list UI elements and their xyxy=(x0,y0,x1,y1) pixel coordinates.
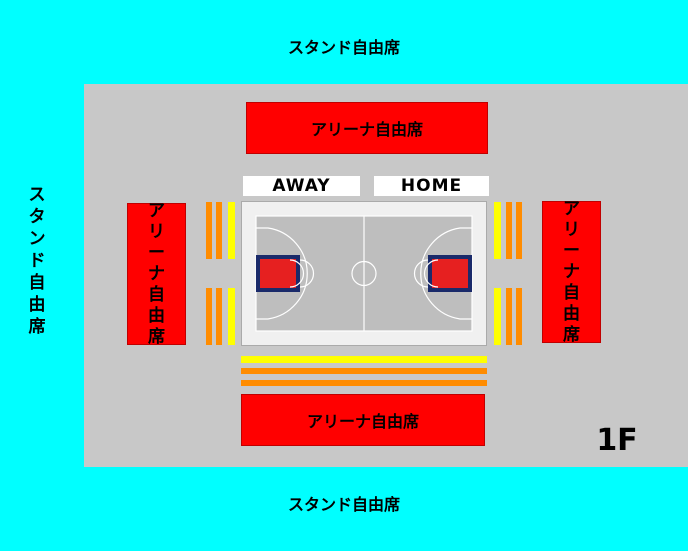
arena-right-char: ア xyxy=(563,198,580,219)
court-drawing xyxy=(255,215,473,332)
free-throw-circle-right xyxy=(413,259,429,288)
arena-left-char: ー xyxy=(148,242,165,263)
stand-left-char: 由 xyxy=(28,295,46,315)
stand-left-char: ス xyxy=(28,185,46,205)
arena-seat-block-top[interactable]: アリーナ自由席 xyxy=(246,102,488,154)
stand-label-left: ス タ ン ド 自 由 席 xyxy=(22,185,52,337)
seat-row-bottom-1[interactable] xyxy=(241,356,487,363)
seat-row-left-lower[interactable] xyxy=(228,288,235,345)
arena-right-char: 由 xyxy=(563,303,580,324)
stand-left-char: ド xyxy=(28,251,46,271)
arena-left-char: 自 xyxy=(148,284,165,305)
stand-left-char: ン xyxy=(28,229,46,249)
seat-row-bottom-2[interactable] xyxy=(241,368,487,374)
arena-right-char: ー xyxy=(563,240,580,261)
seat-row-right-lower[interactable] xyxy=(516,288,522,345)
three-point-line-left xyxy=(256,227,308,320)
arena-right-char: リ xyxy=(563,219,580,240)
free-throw-circle-left xyxy=(299,259,315,288)
arena-seat-block-right[interactable]: ア リ ー ナ 自 由 席 xyxy=(542,198,601,345)
stand-label-top: スタンド自由席 xyxy=(287,38,400,57)
arena-left-char: 由 xyxy=(148,305,165,326)
seat-row-left-lower[interactable] xyxy=(206,288,212,345)
key-left xyxy=(260,259,296,288)
arena-right-char: 自 xyxy=(563,282,580,303)
seat-row-right-lower[interactable] xyxy=(494,288,501,345)
stand-left-char: 席 xyxy=(28,317,46,337)
arena-right-char: ナ xyxy=(563,261,580,282)
free-throw-arc-right xyxy=(423,259,439,288)
arena-seat-block-left[interactable]: ア リ ー ナ 自 由 席 xyxy=(127,200,186,347)
seat-row-right-upper[interactable] xyxy=(516,202,522,259)
stand-left-char: タ xyxy=(28,207,46,227)
center-circle xyxy=(351,260,377,287)
three-point-line-right xyxy=(420,227,472,320)
seat-row-left-upper[interactable] xyxy=(216,202,222,259)
stand-label-bottom: スタンド自由席 xyxy=(287,495,400,514)
arena-right-char: 席 xyxy=(563,324,580,345)
away-label: AWAY xyxy=(243,176,360,196)
seat-row-bottom-3[interactable] xyxy=(241,380,487,386)
stand-left-char: 自 xyxy=(28,273,46,293)
seat-row-left-upper[interactable] xyxy=(228,202,235,259)
basketball-court xyxy=(241,201,487,346)
floor-level-label: 1F xyxy=(596,422,638,458)
arena-seat-block-bottom[interactable]: アリーナ自由席 xyxy=(241,394,485,446)
free-throw-arc-left xyxy=(289,259,305,288)
seat-row-right-upper[interactable] xyxy=(494,202,501,259)
arena-left-char: 席 xyxy=(148,326,165,347)
seat-row-left-lower[interactable] xyxy=(216,288,222,345)
key-right xyxy=(432,259,468,288)
seat-row-right-upper[interactable] xyxy=(506,202,512,259)
seat-row-left-upper[interactable] xyxy=(206,202,212,259)
arena-left-char: ア xyxy=(148,200,165,221)
arena-left-char: ナ xyxy=(148,263,165,284)
arena-left-char: リ xyxy=(148,221,165,242)
seat-row-right-lower[interactable] xyxy=(506,288,512,345)
home-label: HOME xyxy=(374,176,489,196)
